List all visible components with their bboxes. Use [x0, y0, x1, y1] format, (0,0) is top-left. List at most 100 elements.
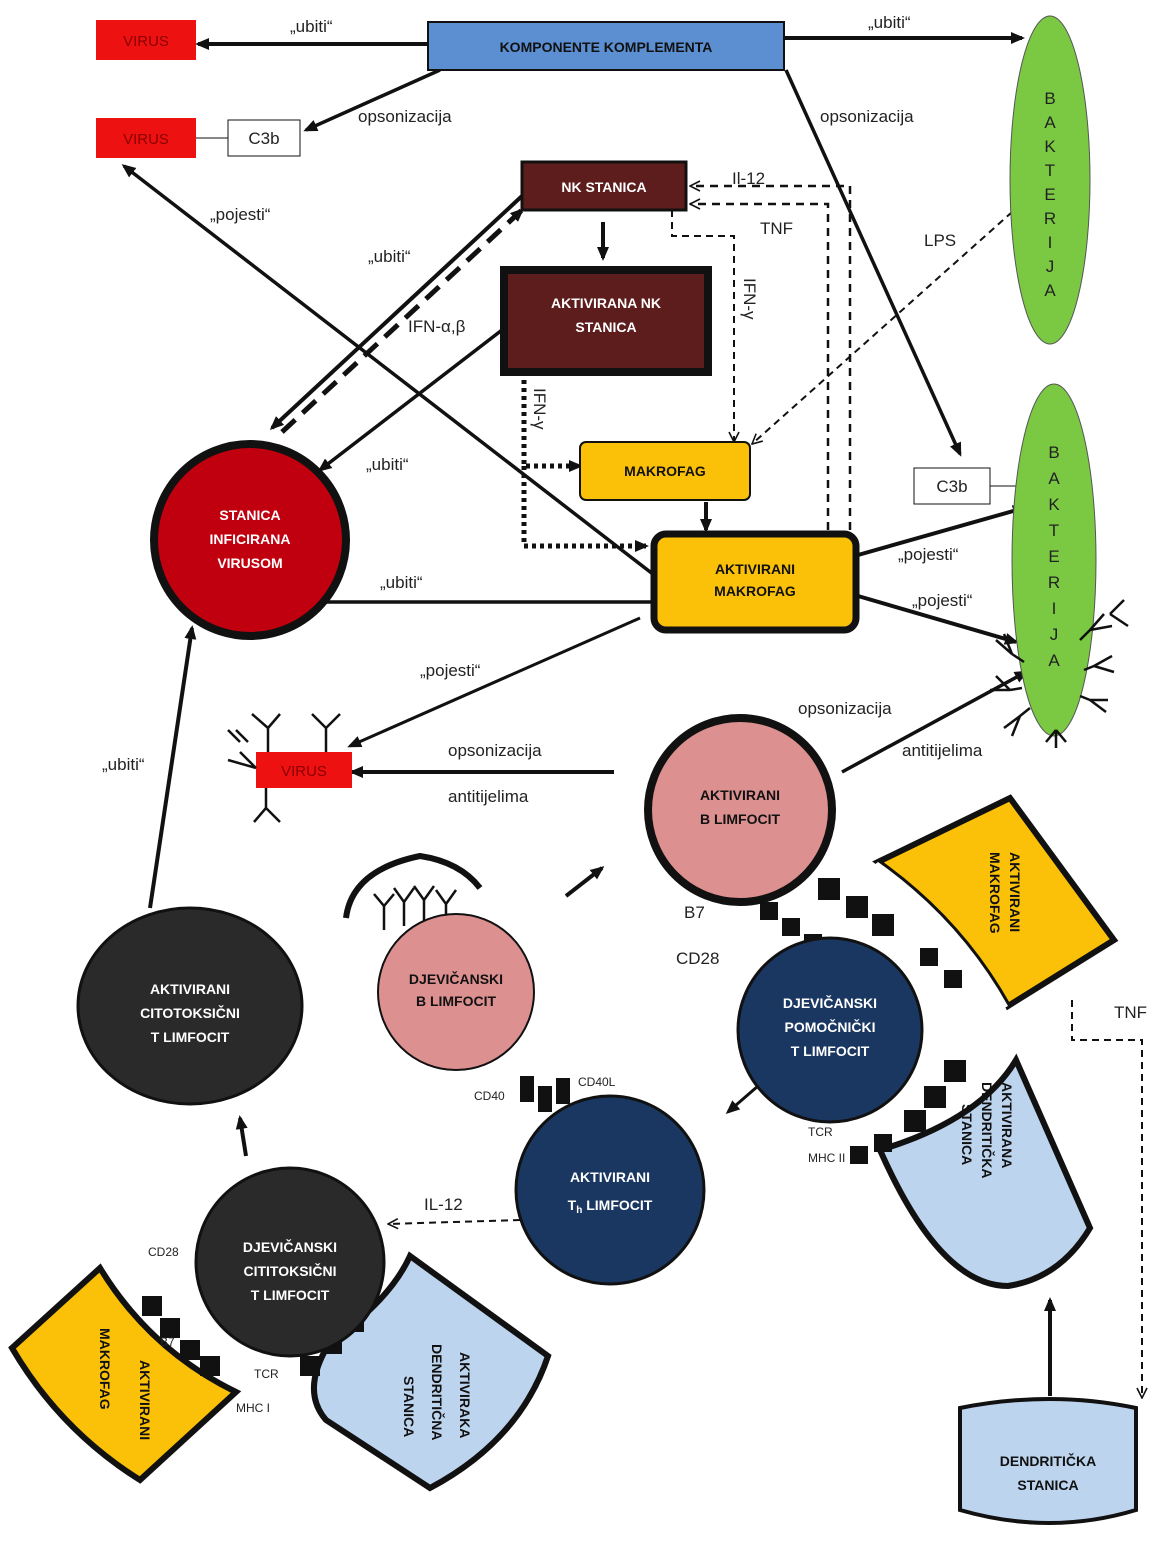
- cd40-synapse: [520, 1076, 570, 1112]
- virus-c3b-label: VIRUS: [123, 131, 169, 148]
- naive-b-label-1: DJEVIČANSKI: [409, 970, 503, 987]
- naive-th-cell: DJEVIČANSKI POMOČNIČKI T LIMFOCIT: [736, 936, 924, 1124]
- activated-ctl-label-2: CITOTOKSIČNI: [140, 1004, 240, 1021]
- label-kill-activated-nk: „ubiti“: [366, 455, 409, 474]
- activated-b-label-2: B LIMFOCIT: [700, 811, 781, 827]
- arrow-ifng-dotted-to-macrophage: [521, 380, 583, 472]
- bacteria-middle-letter: J: [1050, 625, 1059, 644]
- bacteria-top-letter: B: [1044, 89, 1055, 108]
- arrow-ifn-ab-to-nk: [280, 207, 525, 434]
- arrow-complement-to-c3b-virus: [303, 68, 441, 132]
- arrow-naive-b-to-activated: [564, 866, 605, 898]
- label-eat-bacteria-2: „pojesti“: [912, 591, 973, 610]
- bacteria-middle-letter: K: [1048, 495, 1060, 514]
- label-opsonization-c3b-bacteria: opsonizacija: [820, 107, 914, 126]
- bacteria-middle-letter: T: [1049, 521, 1059, 540]
- label-opsonization-virus-bottom: opsonizacija: [448, 741, 542, 760]
- label-ifn-ab: IFN-α,β: [408, 317, 466, 336]
- arrow-il12-to-naive-ctl: [388, 1220, 521, 1224]
- naive-th-label-2: POMOČNIČKI: [785, 1018, 876, 1035]
- label-cd28-left: CD28: [148, 1245, 179, 1259]
- bacteria-top-letter: J: [1046, 257, 1055, 276]
- right-macrophage-wedge: AKTIVIRANI MAKROFAG: [850, 794, 1119, 1022]
- right-macrophage-label-2: MAKROFAG: [987, 852, 1003, 934]
- label-b7-left: B7: [160, 1335, 175, 1349]
- complement-label: KOMPONENTE KOMPLEMENTA: [500, 39, 713, 55]
- left-macrophage-label-2: MAKROFAG: [97, 1328, 113, 1410]
- right-dc-label-2: DENDRITIČKA: [979, 1082, 996, 1178]
- label-cd40: CD40: [474, 1089, 505, 1103]
- label-kill-virus-top: „ubiti“: [290, 17, 333, 36]
- edge-labels: „ubiti“ „ubiti“ opsonizacija opsonizacij…: [102, 13, 1147, 1415]
- dendritic-cell: DENDRITIČKA STANICA: [958, 1397, 1138, 1525]
- naive-b-bcr-arc: [343, 852, 483, 919]
- c3b-bacteria: C3b: [913, 467, 991, 505]
- naive-ctl-label-1: DJEVIČANSKI: [243, 1238, 337, 1255]
- label-lps: LPS: [924, 231, 956, 250]
- arrow-macrophage-eats-bacteria-2: [857, 594, 1019, 645]
- c3b-label: C3b: [248, 129, 279, 148]
- macrophage: MAKROFAG: [579, 441, 751, 501]
- bacteria-top-letter: A: [1044, 281, 1056, 300]
- label-eat-virus-bottom: „pojesti“: [420, 661, 481, 680]
- activated-b-label-1: AKTIVIRANI: [700, 787, 780, 803]
- label-tnf-top: TNF: [760, 219, 793, 238]
- activated-macrophage-label-2: MAKROFAG: [714, 583, 796, 599]
- activated-th-label-1: AKTIVIRANI: [570, 1169, 650, 1185]
- th-sub: h: [576, 1205, 582, 1216]
- label-eat-virus-top: „pojesti“: [210, 205, 271, 224]
- label-mhc1: MHC I: [236, 1401, 270, 1415]
- activated-ctl: AKTIVIRANI CITOTOKSIČNI T LIMFOCIT: [76, 906, 304, 1106]
- label-ifng-right: IFN-γ: [740, 278, 759, 320]
- arrow-complement-to-c3b-bacteria: [784, 69, 962, 457]
- bacteria-top-letter: I: [1048, 233, 1053, 252]
- bacteria-middle-letter: A: [1048, 469, 1060, 488]
- arrow-lps-to-macrophage: [752, 195, 1031, 444]
- bacteria-top-letter: K: [1044, 137, 1056, 156]
- arrow-il12-to-nk: [690, 186, 852, 530]
- bacteria-top-letter: E: [1044, 185, 1055, 204]
- label-tcr-right: TCR: [808, 1125, 833, 1139]
- left-dendritic-wedge: AKTIVIRAKA DENDRITIČNA STANICA: [311, 1251, 552, 1492]
- virus-opsonized: VIRUS: [227, 713, 352, 823]
- label-tcr-left: TCR: [254, 1367, 279, 1381]
- label-antibodies-virus-bottom: antitijelima: [448, 787, 529, 806]
- arrow-macrophage-eats-virus-top: [121, 164, 660, 580]
- label-kill-nk: „ubiti“: [368, 247, 411, 266]
- infected-label-3: VIRUSOM: [217, 555, 282, 571]
- complement-node: KOMPONENTE KOMPLEMENTA: [427, 21, 785, 71]
- arrow-b-opsonizes-bacteria: [841, 670, 1029, 774]
- label-il12-top: Il-12: [732, 169, 765, 188]
- activated-ctl-label-3: T LIMFOCIT: [151, 1029, 230, 1045]
- label-eat-bacteria-1: „pojesti“: [898, 545, 959, 564]
- activated-nk-label-2: STANICA: [575, 319, 636, 335]
- label-mhc2: MHC II: [808, 1151, 845, 1165]
- nk-cell-label: NK STANICA: [561, 179, 646, 195]
- arrow-ifng-dotted-to-activated-macrophage: [521, 466, 649, 552]
- naive-ctl-label-3: T LIMFOCIT: [251, 1287, 330, 1303]
- label-opsonization-c3b-virus: opsonizacija: [358, 107, 452, 126]
- bacteria-top-letter: A: [1044, 113, 1056, 132]
- label-cd28-right: CD28: [676, 949, 719, 968]
- bacteria-middle-letter: A: [1048, 651, 1060, 670]
- left-dc-label-1: AKTIVIRAKA: [457, 1352, 473, 1438]
- nk-cell: NK STANICA: [520, 160, 688, 212]
- activated-macrophage: AKTIVIRANI MAKROFAG: [650, 530, 860, 634]
- arrow-macrophage-eats-virus-bottom: [347, 616, 641, 748]
- activated-b-cell: AKTIVIRANI B LIMFOCIT: [644, 714, 836, 906]
- label-il12-bottom: IL-12: [424, 1195, 463, 1214]
- c3b-bacteria-label: C3b: [936, 477, 967, 496]
- naive-th-label-1: DJEVIČANSKI: [783, 994, 877, 1011]
- right-synapse-receptors: [760, 878, 966, 1164]
- arrow-macrophage-eats-bacteria-1: [857, 505, 1027, 557]
- activated-th-label-2: Th LIMFOCIT: [568, 1197, 653, 1216]
- right-dc-label-1: AKTIVIRANA: [999, 1082, 1015, 1168]
- right-dendritic-wedge: AKTIVIRANA DENDRITIČKA STANICA: [875, 1053, 1094, 1290]
- label-cd40l: CD40L: [578, 1075, 616, 1089]
- infected-label-2: INFICIRANA: [210, 531, 291, 547]
- arrow-naive-ctl-to-activated: [235, 1115, 248, 1157]
- virus-opsonized-label: VIRUS: [281, 763, 327, 780]
